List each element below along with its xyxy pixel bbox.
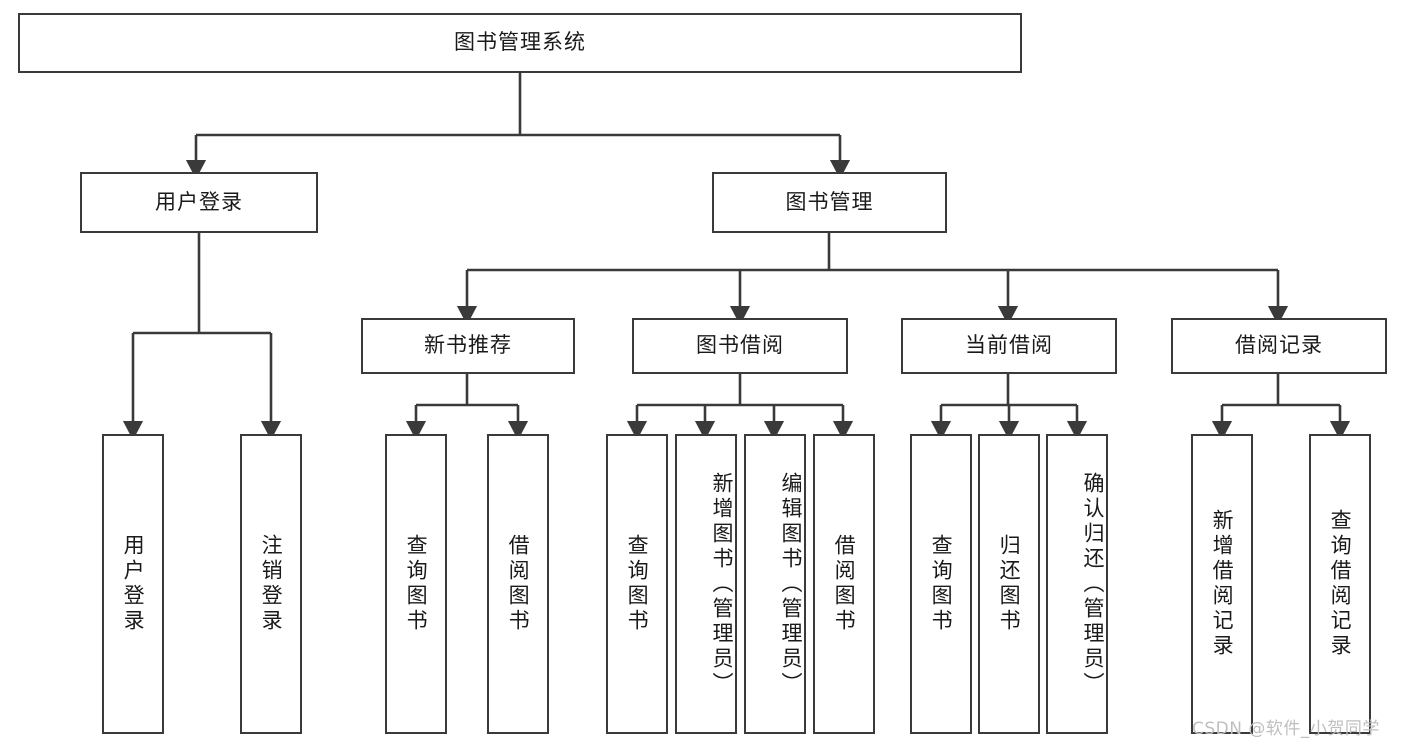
node-book-borrow[interactable]: 图书借阅	[632, 318, 848, 374]
leaf-record-query-label: 查询借阅记录	[1328, 509, 1353, 659]
leaf-newbook-borrow-book-label: 借阅图书	[506, 534, 531, 634]
leaf-borrow-edit-book[interactable]: 编辑图书（管理员）	[744, 434, 806, 734]
node-current-borrow-label: 当前借阅	[965, 333, 1053, 358]
node-new-book-recommend-label: 新书推荐	[424, 333, 512, 358]
leaf-current-query-book-label: 查询图书	[929, 534, 954, 634]
leaf-borrow-query-book[interactable]: 查询图书	[606, 434, 668, 734]
node-book-borrow-label: 图书借阅	[696, 333, 784, 358]
node-root-label: 图书管理系统	[454, 30, 586, 55]
leaf-borrow-edit-book-label: 编辑图书（管理员）	[779, 471, 803, 697]
leaf-record-add[interactable]: 新增借阅记录	[1191, 434, 1253, 734]
node-borrow-record-label: 借阅记录	[1235, 333, 1323, 358]
leaf-borrow-query-book-label: 查询图书	[625, 534, 650, 634]
leaf-newbook-query-book[interactable]: 查询图书	[385, 434, 447, 734]
leaf-borrow-add-book[interactable]: 新增图书（管理员）	[675, 434, 737, 734]
leaf-borrow-borrow-book-label: 借阅图书	[832, 534, 857, 634]
node-current-borrow[interactable]: 当前借阅	[901, 318, 1117, 374]
leaf-current-confirm-return-label: 确认归还（管理员）	[1081, 471, 1105, 697]
node-new-book-recommend[interactable]: 新书推荐	[361, 318, 575, 374]
leaf-user-login-label: 用户登录	[121, 534, 146, 634]
node-root[interactable]: 图书管理系统	[18, 13, 1022, 73]
node-book-manage[interactable]: 图书管理	[712, 172, 947, 233]
leaf-logout[interactable]: 注销登录	[240, 434, 302, 734]
leaf-logout-label: 注销登录	[259, 534, 284, 634]
node-borrow-record[interactable]: 借阅记录	[1171, 318, 1387, 374]
csdn-watermark: CSDN @软件_小贺同学	[1192, 719, 1380, 739]
leaf-user-login[interactable]: 用户登录	[102, 434, 164, 734]
leaf-newbook-borrow-book[interactable]: 借阅图书	[487, 434, 549, 734]
leaf-newbook-query-book-label: 查询图书	[404, 534, 429, 634]
leaf-current-confirm-return[interactable]: 确认归还（管理员）	[1046, 434, 1108, 734]
node-user-login[interactable]: 用户登录	[80, 172, 318, 233]
leaf-current-return-book-label: 归还图书	[997, 534, 1022, 634]
leaf-record-add-label: 新增借阅记录	[1210, 509, 1235, 659]
leaf-record-query[interactable]: 查询借阅记录	[1309, 434, 1371, 734]
node-book-manage-label: 图书管理	[785, 189, 874, 214]
leaf-current-query-book[interactable]: 查询图书	[910, 434, 972, 734]
node-user-login-label: 用户登录	[155, 189, 243, 214]
leaf-borrow-borrow-book[interactable]: 借阅图书	[813, 434, 875, 734]
leaf-borrow-add-book-label: 新增图书（管理员）	[710, 471, 734, 697]
leaf-current-return-book[interactable]: 归还图书	[978, 434, 1040, 734]
